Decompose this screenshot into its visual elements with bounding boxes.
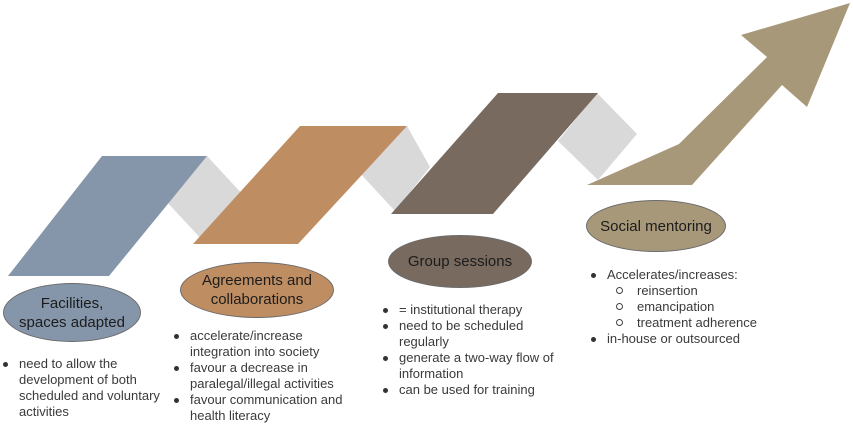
stage-2-title-line-2: collaborations — [210, 291, 304, 308]
connector-3 — [558, 93, 637, 180]
stage-1-bullets: need to allow the development of both sc… — [0, 356, 170, 420]
stage-2-title-line-1: Agreements and — [201, 272, 313, 289]
stage-3-oval: Group sessions — [388, 235, 532, 288]
stage-4-oval: Social mentoring — [586, 200, 726, 252]
connector-2 — [358, 126, 430, 211]
bullet-text: Accelerates/increases: — [607, 267, 738, 282]
stage-2-oval: Agreements and collaborations — [180, 262, 334, 318]
stage-3-title: Group sessions — [408, 252, 512, 271]
stage-1-oval: Facilities, spaces adapted — [3, 283, 141, 342]
stage-1-title-line-1: Facilities, — [40, 294, 104, 312]
stage-2-bullets: accelerate/increase integration into soc… — [171, 328, 361, 424]
segment-2 — [193, 126, 407, 244]
bullet-item: in-house or outsourced — [588, 331, 813, 347]
connector-1 — [165, 156, 245, 243]
stage-4-title: Social mentoring — [600, 217, 712, 236]
stage-4-title-line-1: Social mentoring — [600, 217, 712, 235]
segment-3 — [391, 93, 598, 214]
bullet-item: can be used for training — [380, 382, 570, 398]
sub-bullet-item: emancipation — [607, 299, 813, 315]
sub-bullet-item: reinsertion — [607, 283, 813, 299]
segment-1 — [8, 156, 207, 276]
bullet-item: need to be scheduled regularly — [380, 318, 570, 350]
stage-1-title-line-2: spaces adapted — [19, 313, 125, 331]
bullet-item: need to allow the development of both sc… — [0, 356, 170, 420]
stage-1-title: Facilities, spaces adapted — [19, 294, 125, 332]
stage-4-bullets: Accelerates/increases: reinsertion emanc… — [588, 267, 813, 347]
stage-2-title: Agreements and collaborations — [202, 271, 312, 309]
stage-3-bullets: = institutional therapy need to be sched… — [380, 302, 570, 398]
bullet-item: generate a two-way flow of information — [380, 350, 570, 382]
sub-bullet-item: treatment adherence — [607, 315, 813, 331]
bullet-item: favour communication and health literacy — [171, 392, 361, 424]
bullet-item: favour a decrease in paralegal/illegal a… — [171, 360, 361, 392]
sub-bullets: reinsertion emancipation treatment adher… — [607, 283, 813, 331]
bullet-item: accelerate/increase integration into soc… — [171, 328, 361, 360]
bullet-item: Accelerates/increases: reinsertion emanc… — [588, 267, 813, 331]
stage-3-title-line-1: Group sessions — [407, 253, 513, 270]
segment-4-arrowhead — [587, 3, 850, 185]
bullet-item: = institutional therapy — [380, 302, 570, 318]
